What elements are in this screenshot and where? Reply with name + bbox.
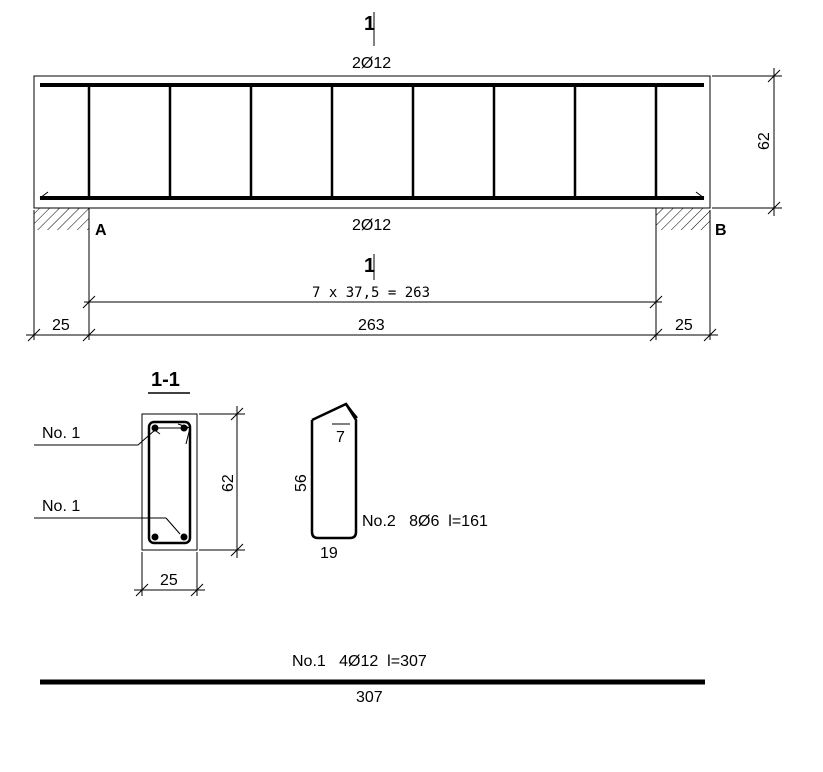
bar-hook-left — [39, 191, 49, 199]
stirrup-hook — [345, 403, 358, 419]
bar-hook-right — [695, 191, 705, 199]
section-mark-bottom: 1 — [364, 255, 375, 277]
stirrup-shape — [310, 402, 358, 540]
main-bar-spec: No.1 4Ø12 l=307 — [292, 653, 427, 670]
overall-dimension-chain: 25 263 25 — [26, 317, 718, 342]
elevation-height-label: 62 — [756, 132, 773, 150]
stirrup-height-dim: 56 — [293, 474, 310, 492]
section-height-label: 62 — [220, 474, 237, 492]
bottom-bar-leader-diag — [165, 517, 181, 535]
section-bar-bottom-left — [151, 533, 159, 541]
section-width-dimension: 25 — [134, 552, 205, 597]
support-right-hatch — [656, 208, 710, 230]
section-width-label: 25 — [160, 572, 178, 589]
beam-elevation: 1 1 2Ø12 2Ø12 A B — [26, 12, 782, 342]
support-left-hatch — [34, 208, 89, 230]
stirrup-spacing-label: 7 x 37,5 = 263 — [312, 285, 430, 301]
support-label-b: B — [715, 222, 727, 239]
section-height-dimension: 62 — [199, 406, 245, 558]
top-bar-leader-diag — [137, 429, 156, 446]
stirrup-spec: No.2 8Ø6 l=161 — [362, 513, 488, 530]
stirrup-spacing-dimension: 7 x 37,5 = 263 — [82, 285, 663, 309]
stirrup-hook-dim: 7 — [336, 429, 345, 446]
bottom-bar-label: 2Ø12 — [352, 217, 391, 234]
main-bar-schedule: No.1 4Ø12 l=307 307 — [40, 653, 705, 706]
elevation-height-dimension: 62 — [712, 68, 782, 216]
dim-left-label: 25 — [52, 317, 70, 334]
section-stirrup — [147, 420, 192, 545]
section-mark-top: 1 — [364, 13, 375, 35]
top-bar-callout: No. 1 — [42, 425, 80, 442]
main-bar-length: 307 — [356, 689, 383, 706]
stirrup-width-dim: 19 — [320, 545, 338, 562]
beam-outline — [33, 75, 711, 209]
dim-middle-label: 263 — [358, 317, 385, 334]
dim-right-label: 25 — [675, 317, 693, 334]
stirrup-detail: 7 56 19 No.2 8Ø6 l=161 — [293, 402, 488, 562]
bottom-bar-callout: No. 1 — [42, 498, 80, 515]
section-bar-top-right — [180, 424, 188, 432]
support-label-a: A — [95, 222, 107, 239]
top-bar-label: 2Ø12 — [352, 55, 391, 72]
section-title: 1-1 — [151, 369, 180, 391]
section-outline — [141, 413, 198, 551]
stirrups-elevation — [87, 85, 658, 198]
cross-section: 1-1 No. 1 No. 1 62 — [34, 369, 245, 597]
section-bar-top-left — [151, 424, 159, 432]
section-bar-bottom-right — [180, 533, 188, 541]
